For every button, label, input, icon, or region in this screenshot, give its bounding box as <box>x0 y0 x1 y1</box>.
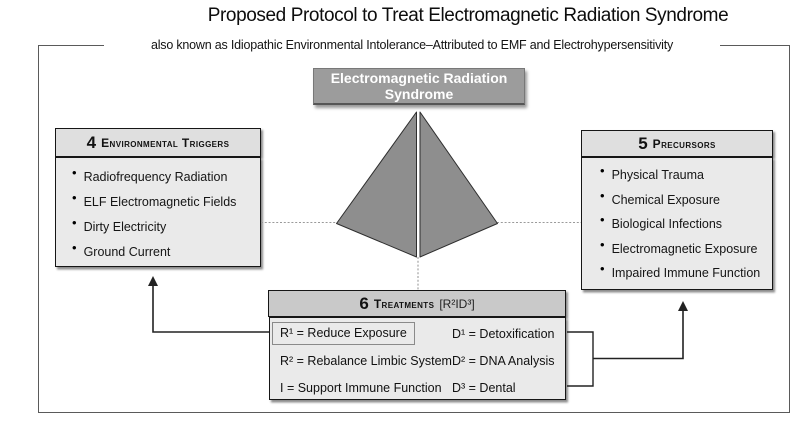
treatments-code: [R²ID³] <box>439 296 475 311</box>
treatments-number: 6 <box>359 293 369 313</box>
precursors-header: 5 Precursors <box>581 130 773 157</box>
trigger-item-label: Dirty Electricity <box>83 219 167 234</box>
bullet-icon: • <box>600 187 605 203</box>
list-item: • Physical Trauma <box>600 163 772 188</box>
treatment-row: R² = Rebalance Limbic System <box>280 353 452 368</box>
precursors-number: 5 <box>638 133 648 153</box>
bullet-icon: • <box>72 164 77 180</box>
trigger-item-label: ELF Electromagnetic Fields <box>83 194 237 209</box>
treatments-left-column: R¹ = Reduce Exposure R² = Rebalance Limb… <box>270 320 452 399</box>
triggers-header: 4 Environmental Triggers <box>55 128 261 157</box>
trigger-item-label: Ground Current <box>83 244 171 259</box>
treatments-label: Treatments <box>373 296 435 311</box>
precursor-item-label: Chemical Exposure <box>611 192 720 207</box>
treatments-panel: R¹ = Reduce Exposure R² = Rebalance Limb… <box>269 317 566 400</box>
page-title: Proposed Protocol to Treat Electromagnet… <box>207 5 729 26</box>
bullet-icon: • <box>600 163 605 179</box>
precursor-item-label: Impaired Immune Function <box>611 266 761 281</box>
treatment-row: D¹ = Detoxification <box>452 326 555 341</box>
bullet-icon: • <box>600 236 605 252</box>
syndrome-box: Electromagnetic Radiation Syndrome <box>313 68 525 105</box>
list-item: • ELF Electromagnetic Fields <box>72 189 260 214</box>
list-item: • Biological Infections <box>600 212 772 237</box>
precursors-panel: • Physical Trauma • Chemical Exposure • … <box>581 157 773 290</box>
list-item: • Electromagnetic Exposure <box>600 237 772 262</box>
syndrome-box-label: Electromagnetic Radiation Syndrome <box>330 70 508 102</box>
bullet-icon: • <box>600 212 605 228</box>
list-item: • Impaired Immune Function <box>600 261 772 286</box>
trigger-item-label: Radiofrequency Radiation <box>83 169 228 184</box>
bullet-icon: • <box>600 261 605 277</box>
reduce-exposure-highlight-box: R¹ = Reduce Exposure <box>272 322 415 345</box>
page-subtitle: also known as Idiopathic Environmental I… <box>104 36 720 54</box>
treatment-row: R¹ = Reduce Exposure <box>270 320 452 347</box>
treatments-header: 6 Treatments [R²ID³] <box>268 290 566 317</box>
bullet-icon: • <box>72 189 77 205</box>
triggers-panel: • Radiofrequency Radiation • ELF Electro… <box>55 157 261 267</box>
list-item: • Ground Current <box>72 239 260 264</box>
precursor-item-label: Electromagnetic Exposure <box>611 241 758 256</box>
treatment-row: D² = DNA Analysis <box>452 353 555 368</box>
bullet-icon: • <box>72 214 77 230</box>
precursor-item-label: Physical Trauma <box>611 168 704 183</box>
list-item: • Chemical Exposure <box>600 188 772 213</box>
precursors-label: Precursors <box>652 136 716 151</box>
bullet-icon: • <box>72 239 77 255</box>
treatment-row: I = Support Immune Function <box>280 380 442 395</box>
triggers-label: Environmental Triggers <box>101 135 230 150</box>
list-item: • Dirty Electricity <box>72 214 260 239</box>
list-item: • Radiofrequency Radiation <box>72 164 260 189</box>
treatments-right-column: D¹ = Detoxification D² = DNA Analysis D³… <box>452 320 565 399</box>
triggers-number: 4 <box>86 132 97 152</box>
precursor-item-label: Biological Infections <box>611 217 723 232</box>
treatment-row: D³ = Dental <box>452 380 516 395</box>
